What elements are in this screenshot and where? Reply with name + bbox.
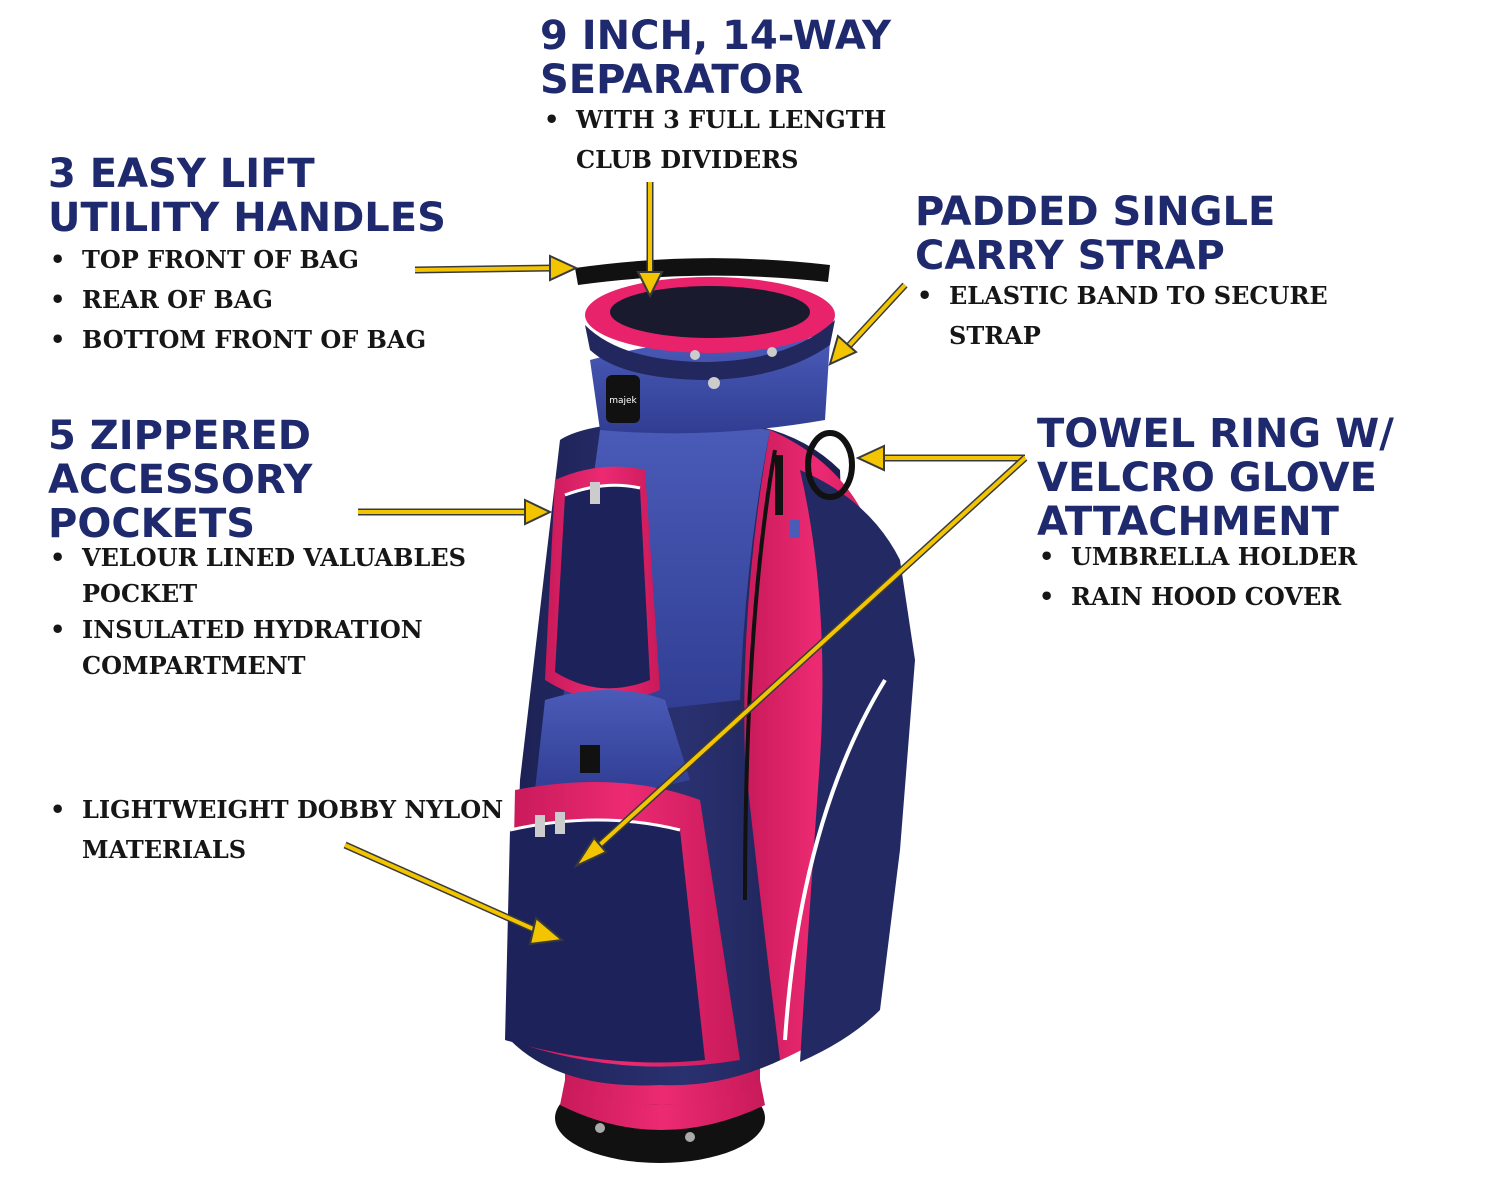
pockets-bullet: VELOUR LINED VALUABLES POCKET — [48, 540, 466, 612]
bullet-text-cont: STRAP — [949, 321, 1041, 350]
handles-heading-line-2: UTILITY HANDLES — [48, 195, 446, 241]
pockets-bullets: VELOUR LINED VALUABLES POCKET INSULATED … — [48, 540, 466, 684]
materials-bullet: LIGHTWEIGHT DOBBY NYLON MATERIALS — [48, 790, 503, 870]
bullet-text-cont: POCKET — [82, 579, 198, 608]
arrow-separator — [636, 182, 664, 299]
bullet-text-cont: MATERIALS — [82, 835, 247, 864]
handles-heading-line-1: 3 EASY LIFT — [48, 151, 315, 197]
separator-bullets: WITH 3 FULL LENGTH CLUB DIVIDERS — [542, 100, 886, 180]
arrow-pockets — [358, 498, 553, 526]
bottom-pocket — [505, 782, 740, 1067]
middle-pocket — [535, 690, 690, 794]
bag-logo-text: majek — [609, 396, 637, 406]
pockets-bullet: INSULATED HYDRATION COMPARTMENT — [48, 612, 466, 684]
separator-bullet: WITH 3 FULL LENGTH CLUB DIVIDERS — [542, 100, 886, 180]
bullet-text: WITH 3 FULL LENGTH — [576, 105, 887, 134]
bullet-text: BOTTOM FRONT OF BAG — [82, 325, 427, 354]
handles-bullet: REAR OF BAG — [48, 280, 426, 320]
pockets-heading-line-2: ACCESSORY — [48, 457, 313, 503]
bullet-text: LIGHTWEIGHT DOBBY NYLON — [82, 795, 504, 824]
towel-bullets: UMBRELLA HOLDER RAIN HOOD COVER — [1037, 537, 1357, 617]
bullet-text: ELASTIC BAND TO SECURE — [949, 281, 1328, 310]
handles-heading: 3 EASY LIFT UTILITY HANDLES — [48, 152, 446, 240]
handles-bullet: TOP FRONT OF BAG — [48, 240, 426, 280]
separator-heading-line-1: 9 INCH, 14-WAY — [540, 13, 891, 59]
arrow-towel — [573, 444, 1028, 869]
bullet-text: TOP FRONT OF BAG — [82, 245, 359, 274]
bullet-text: UMBRELLA HOLDER — [1071, 542, 1358, 571]
upper-pocket — [545, 466, 660, 701]
bullet-text-cont: CLUB DIVIDERS — [576, 145, 799, 174]
towel-heading-line-1: TOWEL RING W/ — [1037, 411, 1394, 457]
strap-heading: PADDED SINGLE CARRY STRAP — [915, 190, 1275, 278]
towel-ring — [775, 430, 855, 538]
strap-bullet: ELASTIC BAND TO SECURE STRAP — [915, 276, 1328, 356]
handles-bullet: BOTTOM FRONT OF BAG — [48, 320, 426, 360]
strap-heading-line-1: PADDED SINGLE — [915, 189, 1276, 235]
towel-bullet: UMBRELLA HOLDER — [1037, 537, 1357, 577]
pockets-heading-line-3: POCKETS — [48, 501, 256, 547]
arrow-handles — [414, 254, 579, 282]
arrows — [343, 182, 1028, 946]
arrow-strap — [828, 282, 908, 366]
strap-heading-line-2: CARRY STRAP — [915, 233, 1225, 279]
bullet-text: VELOUR LINED VALUABLES — [82, 543, 466, 572]
separator-heading: 9 INCH, 14-WAY SEPARATOR — [540, 14, 891, 102]
pockets-heading: 5 ZIPPERED ACCESSORY POCKETS — [48, 414, 312, 546]
towel-heading: TOWEL RING W/ VELCRO GLOVE ATTACHMENT — [1037, 412, 1394, 544]
pockets-heading-line-1: 5 ZIPPERED — [48, 413, 311, 459]
bag-collar: majek — [575, 258, 835, 434]
towel-heading-line-2: VELCRO GLOVE — [1037, 455, 1377, 501]
materials-bullets: LIGHTWEIGHT DOBBY NYLON MATERIALS — [48, 790, 503, 870]
bullet-text: RAIN HOOD COVER — [1071, 582, 1342, 611]
towel-bullet: RAIN HOOD COVER — [1037, 577, 1357, 617]
bullet-text-cont: COMPARTMENT — [82, 651, 306, 680]
strap-bullets: ELASTIC BAND TO SECURE STRAP — [915, 276, 1328, 356]
bullet-text: INSULATED HYDRATION — [82, 615, 423, 644]
bullet-text: REAR OF BAG — [82, 285, 273, 314]
separator-heading-line-2: SEPARATOR — [540, 57, 804, 103]
handles-bullets: TOP FRONT OF BAG REAR OF BAG BOTTOM FRON… — [48, 240, 426, 360]
